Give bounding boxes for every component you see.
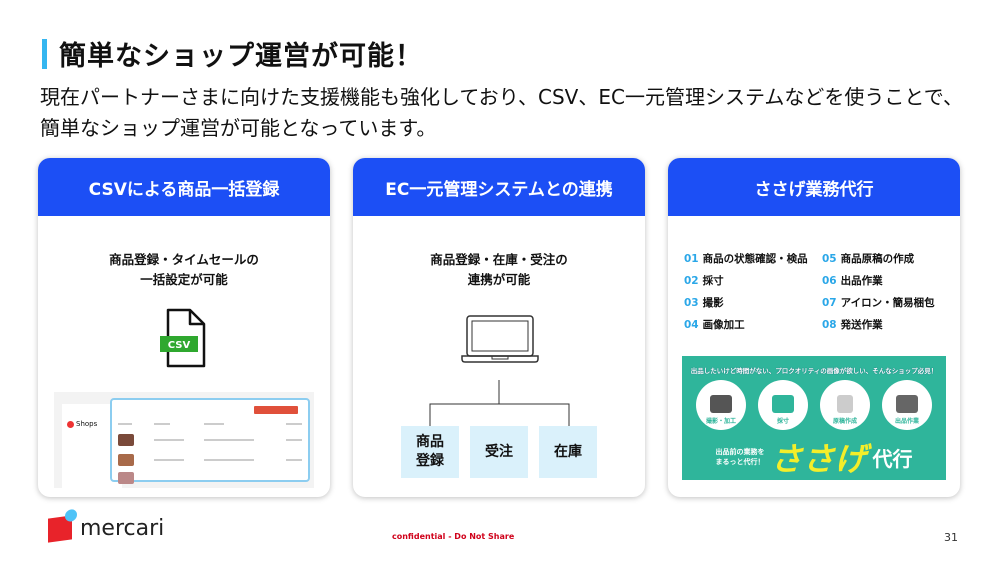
shops-screenshot: Shops xyxy=(54,392,314,488)
banner-headline: ささげ xyxy=(770,440,867,478)
title-text: 簡単なショップ運営が可能！ xyxy=(59,41,423,72)
csv-label: CSV xyxy=(168,340,191,351)
screenshot-table xyxy=(110,398,310,484)
laptop-icon xyxy=(461,315,539,363)
card-ec-system: EC一元管理システムとの連携 商品登録・在庫・受注の 連携が可能 商品 登録 受… xyxy=(353,158,645,497)
desc-line: 連携が可能 xyxy=(467,272,531,287)
shops-logo-text: Shops xyxy=(76,420,98,428)
banner-sub: まるっと代行！ xyxy=(715,458,765,466)
slide-title: 簡単なショップ運営が可能！ xyxy=(42,34,423,73)
card-header: EC一元管理システムとの連携 xyxy=(353,158,645,216)
banner-tagline: 出品したいけど時間がない、プロクオリティの画像が欲しい、そんなショップ必見！ xyxy=(690,367,938,375)
logo-text: mercari xyxy=(80,516,165,541)
card-csv: CSVによる商品一括登録 商品登録・タイムセールの 一括設定が可能 CSV Sh… xyxy=(38,158,330,497)
banner-sub: 出品前の業務を xyxy=(715,448,765,456)
document-icon: 原稿作成 xyxy=(820,380,870,430)
title-accent-bar xyxy=(42,38,47,69)
card-header: CSVによる商品一括登録 xyxy=(38,158,330,216)
connector-lines xyxy=(429,380,570,428)
camera-icon: 撮影・加工 xyxy=(696,380,746,430)
box-orders: 受注 xyxy=(470,426,528,478)
sasage-banner: 出品したいけど時間がない、プロクオリティの画像が欲しい、そんなショップ必見！ 撮… xyxy=(682,356,946,480)
desc-line: 商品登録・在庫・受注の xyxy=(430,252,568,267)
mercari-cube-icon xyxy=(48,514,72,543)
desc-line: 一括設定が可能 xyxy=(140,272,228,287)
box-product-registration: 商品 登録 xyxy=(401,426,459,478)
desc-line: 商品登録・タイムセールの xyxy=(109,252,259,267)
banner-headline-suffix: 代行 xyxy=(872,446,913,471)
bulk-register-button xyxy=(254,406,298,414)
confidential-notice: confidential - Do Not Share xyxy=(392,532,515,541)
card-description: 商品登録・タイムセールの 一括設定が可能 xyxy=(38,250,330,290)
card-header: ささげ業務代行 xyxy=(668,158,960,216)
monitor-icon: 出品作業 xyxy=(882,380,932,430)
tshirt-icon: 採寸 xyxy=(758,380,808,430)
card-description: 商品登録・在庫・受注の 連携が可能 xyxy=(353,250,645,290)
mercari-logo: mercari xyxy=(48,514,165,543)
page-number: 31 xyxy=(944,531,958,544)
shops-logo: Shops xyxy=(67,420,97,428)
box-inventory: 在庫 xyxy=(539,426,597,478)
lead-text: 現在パートナーさまに向けた支援機能も強化しており、CSV、EC一元管理システムな… xyxy=(40,85,963,140)
csv-file-icon: CSV xyxy=(160,308,206,368)
